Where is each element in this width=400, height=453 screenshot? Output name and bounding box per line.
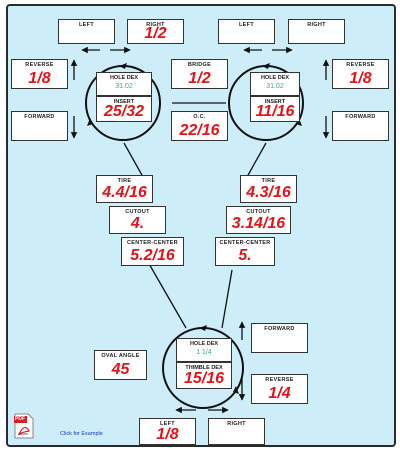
bottom-left-box[interactable]: LEFT 1/8 [139, 418, 196, 445]
box-label: OVAL ANGLE [101, 353, 140, 359]
box-subvalue: 31.02 [115, 83, 133, 90]
box-label: THIMBLE DEX [185, 365, 223, 371]
box-value: 1/2 [188, 70, 211, 87]
pdf-sub: Adobe [18, 432, 29, 436]
box-label: TIRE [261, 178, 276, 184]
box-subvalue: 31.02 [266, 83, 284, 90]
bottom-wheel-holedex-box[interactable]: HOLE DEX 1 1/4 [176, 338, 232, 362]
right-wheel-holedex-box[interactable]: HOLE DEX 31.02 [250, 72, 300, 96]
box-label: FORWARD [24, 114, 55, 120]
box-value: 3.14/16 [231, 215, 286, 232]
left-center-box[interactable]: CENTER-CENTER 5.2/16 [121, 237, 184, 266]
box-label: CUTOUT [125, 209, 150, 215]
left-reverse-box[interactable]: REVERSE 1/8 [11, 59, 68, 89]
click-for-example-link[interactable]: Click for Example [60, 431, 103, 437]
box-label: LEFT [79, 22, 94, 28]
left-wheel-holedex-box[interactable]: HOLE DEX 31.02 [96, 72, 152, 96]
box-label: REVERSE [346, 62, 375, 68]
box-label: CUTOUT [246, 209, 271, 215]
box-value: 45 [111, 361, 130, 378]
box-label: CENTER-CENTER [219, 240, 271, 246]
box-value: 11/16 [255, 103, 295, 120]
box-label: LEFT [239, 22, 254, 28]
right-forward-box[interactable]: FORWARD [332, 111, 389, 141]
box-value: 15/16 [183, 370, 225, 387]
top-left-left-box[interactable]: LEFT [58, 19, 115, 44]
right-reverse-box[interactable]: REVERSE 1/8 [332, 59, 389, 89]
right-center-box[interactable]: CENTER-CENTER 5. [215, 237, 275, 266]
box-subvalue: 1 1/4 [196, 349, 212, 356]
box-value: 22/16 [179, 122, 220, 139]
box-value: 5.2/16 [130, 247, 175, 264]
box-value: 5. [238, 247, 252, 264]
left-cutout-box[interactable]: CUTOUT 4. [109, 206, 166, 234]
right-wheel-insert-box[interactable]: INSERT 11/16 [250, 96, 300, 122]
box-value: 4. [130, 215, 145, 232]
box-value: 25/32 [103, 103, 145, 120]
box-value: 1/8 [28, 70, 51, 87]
box-label: BRIDGE [187, 62, 212, 68]
top-left-right-box[interactable]: RIGHT 1/2 [127, 19, 184, 44]
bottom-right-box[interactable]: RIGHT [208, 418, 265, 445]
box-label: HOLE DEX [260, 75, 290, 81]
left-wheel-insert-box[interactable]: INSERT 25/32 [96, 96, 152, 122]
bottom-reverse-box[interactable]: REVERSE 1/4 [251, 374, 308, 404]
box-label: RIGHT [146, 22, 165, 28]
box-label: HOLE DEX [189, 341, 219, 347]
left-tire-box[interactable]: TIRE 4.4/16 [96, 175, 153, 203]
oval-angle-box[interactable]: OVAL ANGLE 45 [94, 350, 147, 380]
box-label: INSERT [113, 99, 135, 105]
bottom-forward-box[interactable]: FORWARD [251, 323, 308, 353]
left-forward-box[interactable]: FORWARD [11, 111, 68, 141]
box-value: 1/8 [156, 426, 179, 443]
box-label: CENTER-CENTER [127, 240, 178, 246]
box-value: 4.4/16 [102, 184, 147, 201]
box-value: 4.3/16 [246, 184, 291, 201]
right-tire-box[interactable]: TIRE 4.3/16 [240, 175, 297, 203]
box-label: FORWARD [264, 326, 295, 332]
box-label: RIGHT [227, 421, 246, 427]
top-right-left-box[interactable]: LEFT [218, 19, 275, 44]
top-right-right-box[interactable]: RIGHT [288, 19, 345, 44]
box-label: TIRE [117, 178, 132, 184]
box-label: HOLE DEX [109, 75, 139, 81]
bridge-box[interactable]: BRIDGE 1/2 [171, 59, 228, 89]
box-label: FORWARD [345, 114, 376, 120]
oc-box[interactable]: O.C. 22/16 [171, 111, 228, 141]
box-label: INSERT [264, 99, 286, 105]
box-value: 1/4 [268, 385, 291, 402]
box-value: 1/8 [349, 70, 372, 87]
box-label: REVERSE [25, 62, 54, 68]
right-cutout-box[interactable]: CUTOUT 3.14/16 [226, 206, 291, 234]
box-label: RIGHT [307, 22, 326, 28]
pdf-icon[interactable]: PDF Adobe [14, 413, 34, 439]
box-label: REVERSE [265, 377, 294, 383]
box-label: LEFT [160, 421, 175, 427]
pdf-label: PDF [15, 416, 25, 422]
box-value: 1/2 [144, 25, 167, 42]
bottom-wheel-thimble-box[interactable]: THIMBLE DEX 15/16 [176, 362, 232, 389]
box-label: O.C. [193, 114, 206, 120]
